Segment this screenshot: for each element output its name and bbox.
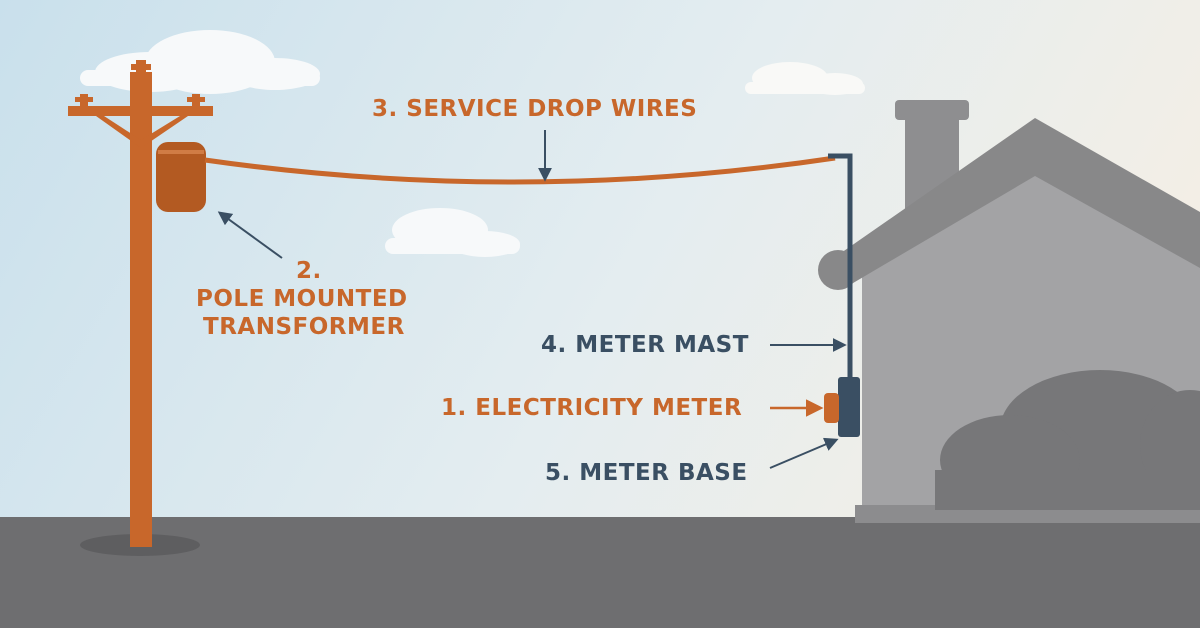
meter-mast-label: 4. METER MAST — [541, 332, 749, 358]
transformer-label-line2: TRANSFORMER — [203, 314, 405, 340]
service-drop-label: 3. SERVICE DROP WIRES — [372, 96, 698, 122]
cloud-icon — [745, 62, 865, 95]
meter-mast — [828, 153, 853, 382]
transformer-number-label: 2. — [296, 258, 322, 284]
cloud-icon — [385, 208, 520, 257]
ground — [0, 517, 1200, 628]
meter-base — [838, 377, 860, 437]
transformer-arrow — [217, 211, 283, 259]
transformer-icon — [156, 142, 206, 212]
house-roof — [828, 118, 1200, 286]
pole-shaft — [130, 72, 152, 547]
transformer-label-line1: POLE MOUNTED — [196, 286, 408, 312]
meter-base-arrow — [769, 437, 839, 469]
bush-icon — [935, 370, 1200, 510]
meter-base-label: 5. METER BASE — [545, 460, 748, 486]
electricity-meter-icon — [824, 393, 839, 423]
electricity-meter-label: 1. ELECTRICITY METER — [441, 395, 743, 421]
service-drop-wire — [204, 155, 836, 185]
pole-crossarm — [68, 106, 213, 116]
utility-pole — [68, 60, 213, 547]
